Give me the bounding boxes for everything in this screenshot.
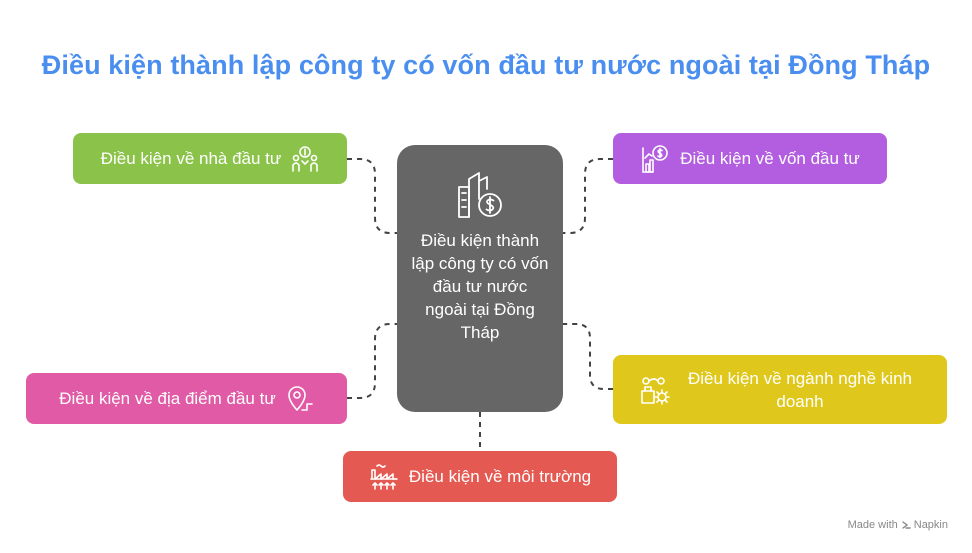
central-topic-label: Điều kiện thành lập công ty có vốn đầu t… <box>411 231 549 342</box>
connector-industry <box>563 323 613 390</box>
node-investor: Điều kiện về nhà đầu tư <box>73 133 347 184</box>
node-industry-label: Điều kiện về ngành nghề kinh doanh <box>688 368 912 411</box>
investors-money-icon <box>291 145 319 173</box>
connector-capital <box>563 158 613 234</box>
node-location: Điều kiện về địa điểm đầu tư <box>26 373 347 424</box>
node-environment: Điều kiện về môi trường <box>343 451 617 502</box>
location-pin-icon <box>286 385 314 413</box>
napkin-brand-text: Napkin <box>913 519 948 531</box>
factory-icon <box>369 462 399 492</box>
connector-investor <box>347 158 397 234</box>
capital-chart-money-icon <box>640 144 670 174</box>
node-investor-label: Điều kiện về nhà đầu tư <box>100 149 282 168</box>
city-money-icon <box>455 169 505 219</box>
napkin-logo-icon <box>901 520 911 530</box>
node-capital-label: Điều kiện về vốn đầu tư <box>680 149 860 168</box>
made-with-text: Made with <box>847 519 898 531</box>
node-location-label: Điều kiện về địa điểm đầu tư <box>59 389 276 408</box>
node-environment-label: Điều kiện về môi trường <box>408 467 592 486</box>
connector-location <box>347 323 397 399</box>
central-topic: Điều kiện thành lập công ty có vốn đầu t… <box>397 145 563 412</box>
node-industry: Điều kiện về ngành nghề kinh doanh <box>613 355 947 424</box>
napkin-watermark: Made with Napkin <box>848 519 948 531</box>
diagram-title: Điều kiện thành lập công ty có vốn đầu t… <box>41 50 931 80</box>
business-gear-icon <box>640 375 670 405</box>
node-capital: Điều kiện về vốn đầu tư <box>613 133 887 184</box>
